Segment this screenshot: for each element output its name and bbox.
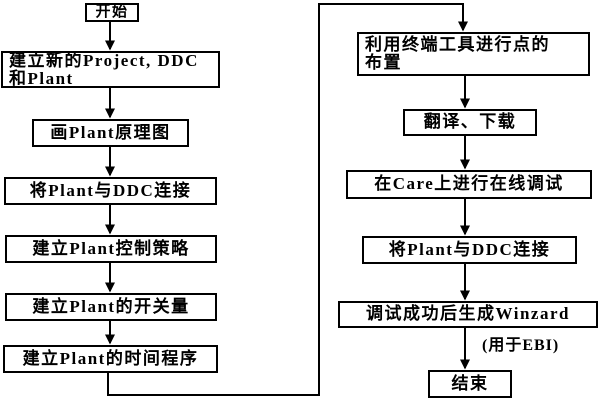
flow-node-care-online-debug: 在Care上进行在线调试 — [346, 170, 592, 199]
flow-node-generate-winzard: 调试成功后生成Winzard — [338, 301, 598, 328]
flow-node-terminal-point-layout: 利用终端工具进行点的 布置 — [357, 32, 590, 76]
flow-node-create-project: 建立新的Project, DDC 和Plant — [1, 51, 220, 88]
flow-node-control-strategy: 建立Plant控制策略 — [5, 235, 217, 263]
flow-node-start: 开始 — [85, 3, 139, 22]
flow-node-switch-values: 建立Plant的开关量 — [5, 293, 217, 321]
flow-node-draw-plant-schematic: 画Plant原理图 — [32, 119, 189, 147]
flow-node-time-program: 建立Plant的时间程序 — [3, 345, 218, 373]
flow-node-end: 结束 — [428, 370, 512, 398]
flow-node-connect-plant-ddc: 将Plant与DDC连接 — [4, 177, 217, 205]
flow-node-translate-download: 翻译、下载 — [403, 109, 537, 136]
flow-node-connect-plant-ddc-2: 将Plant与DDC连接 — [362, 236, 577, 264]
ebi-annotation: (用于EBI) — [482, 337, 560, 354]
